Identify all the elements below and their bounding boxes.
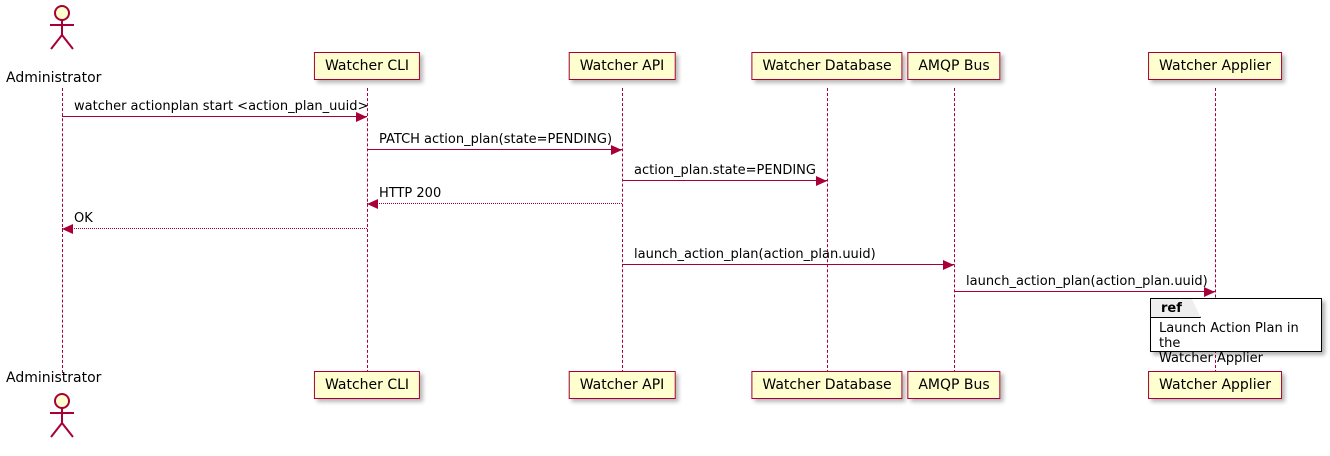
message-arrowhead-5 bbox=[943, 260, 954, 270]
message-line-1 bbox=[367, 149, 622, 150]
participant-box-watcher-api-top[interactable]: Watcher API bbox=[568, 52, 676, 80]
lifeline-watcher-applier bbox=[1215, 88, 1216, 373]
participant-box-amqp-bus-bottom[interactable]: AMQP Bus bbox=[907, 371, 1001, 399]
message-label-6: launch_action_plan(action_plan.uuid) bbox=[966, 274, 1208, 289]
actor-label-administrator-top: Administrator bbox=[6, 70, 102, 86]
message-arrowhead-4 bbox=[62, 224, 73, 234]
message-line-0 bbox=[62, 116, 367, 117]
participant-box-watcher-cli-bottom[interactable]: Watcher CLI bbox=[313, 371, 421, 399]
ref-fragment-text: Launch Action Plan in the Watcher Applie… bbox=[1159, 321, 1299, 366]
message-line-4 bbox=[62, 228, 367, 229]
lifeline-watcher-db bbox=[827, 88, 828, 373]
actor-figure-icon bbox=[50, 393, 74, 438]
participant-box-amqp-bus-top[interactable]: AMQP Bus bbox=[907, 52, 1001, 80]
actor-administrator-top bbox=[45, 4, 79, 54]
message-arrowhead-6 bbox=[1204, 287, 1215, 297]
actor-label-administrator-bottom: Administrator bbox=[6, 370, 102, 386]
lifeline-watcher-api bbox=[622, 88, 623, 373]
message-line-6 bbox=[954, 291, 1215, 292]
message-line-3 bbox=[367, 203, 622, 204]
message-label-3: HTTP 200 bbox=[379, 186, 442, 201]
message-line-2 bbox=[622, 180, 827, 181]
message-label-2: action_plan.state=PENDING bbox=[634, 163, 816, 178]
participant-box-watcher-applier-top[interactable]: Watcher Applier bbox=[1148, 52, 1282, 80]
participant-box-watcher-cli-top[interactable]: Watcher CLI bbox=[313, 52, 421, 80]
message-arrowhead-0 bbox=[356, 112, 367, 122]
message-arrowhead-3 bbox=[367, 199, 378, 209]
participant-box-watcher-db-bottom[interactable]: Watcher Database bbox=[751, 371, 903, 399]
message-arrowhead-1 bbox=[611, 145, 622, 155]
lifeline-watcher-cli bbox=[367, 88, 368, 373]
participant-box-watcher-applier-bottom[interactable]: Watcher Applier bbox=[1148, 371, 1282, 399]
message-label-1: PATCH action_plan(state=PENDING) bbox=[379, 132, 613, 147]
ref-fragment-tab: ref bbox=[1151, 299, 1201, 318]
actor-administrator-bottom bbox=[45, 392, 79, 442]
actor-figure-icon bbox=[50, 5, 74, 50]
message-label-5: launch_action_plan(action_plan.uuid) bbox=[634, 247, 876, 262]
lifeline-amqp-bus bbox=[954, 88, 955, 373]
participant-box-watcher-api-bottom[interactable]: Watcher API bbox=[568, 371, 676, 399]
message-label-4: OK bbox=[74, 211, 93, 226]
message-label-0: watcher actionplan start <action_plan_uu… bbox=[74, 99, 369, 114]
message-line-5 bbox=[622, 264, 954, 265]
participant-box-watcher-db-top[interactable]: Watcher Database bbox=[751, 52, 903, 80]
message-arrowhead-2 bbox=[816, 176, 827, 186]
